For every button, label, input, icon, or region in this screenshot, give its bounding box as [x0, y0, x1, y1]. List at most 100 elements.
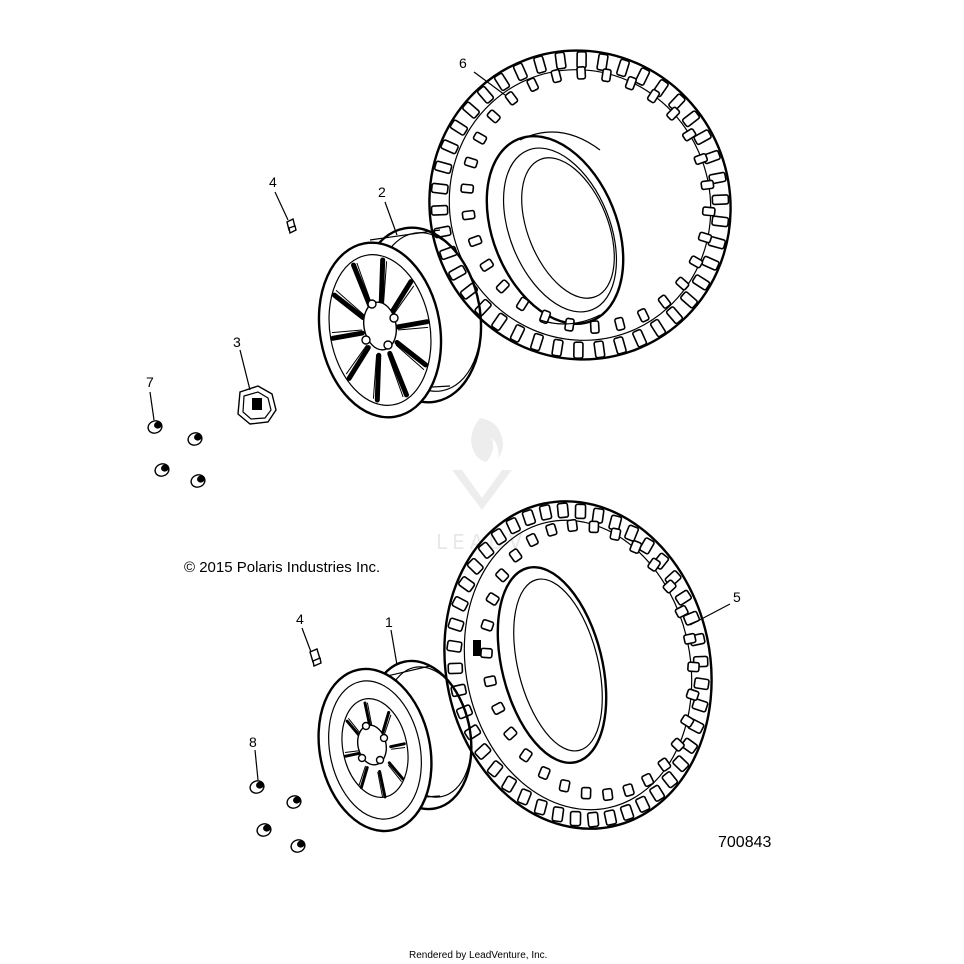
- tread-block: [665, 306, 684, 325]
- tread-block: [624, 524, 640, 542]
- tread-block: [551, 338, 564, 357]
- spoke-edge: [372, 354, 378, 399]
- wheel-1-spokes: [344, 701, 406, 799]
- callout-8: 8: [249, 734, 257, 750]
- tread-block: [439, 245, 458, 261]
- callout-1: 1: [385, 614, 393, 630]
- tread-block: [515, 296, 530, 312]
- tread-block: [530, 332, 544, 352]
- lug-nut: [290, 839, 306, 853]
- tread-block: [462, 101, 480, 119]
- tread-block: [486, 109, 501, 124]
- tread-block: [573, 341, 584, 360]
- tread-block: [622, 783, 635, 797]
- tread-block: [537, 766, 551, 780]
- tread-block: [521, 509, 537, 527]
- part-7-lug-nuts: [147, 420, 206, 488]
- tread-block: [493, 72, 511, 92]
- tread-block: [491, 701, 506, 716]
- tread-block: [566, 518, 579, 533]
- tread-block: [526, 77, 540, 92]
- spoke-edge: [391, 747, 406, 750]
- callout-2: 2: [378, 184, 386, 200]
- spoke-edge: [392, 285, 415, 316]
- spoke: [330, 330, 365, 341]
- tread-block: [490, 528, 507, 546]
- tread-block: [538, 504, 553, 521]
- tread-block: [593, 340, 606, 359]
- spoke-edge: [356, 262, 373, 306]
- tread-block: [466, 557, 484, 575]
- part-1-wheel-lower: [317, 659, 473, 833]
- spoke-edge: [387, 764, 402, 783]
- spoke: [387, 350, 409, 398]
- spoke: [389, 279, 414, 315]
- tread-block: [457, 576, 476, 593]
- tread-block: [516, 788, 532, 806]
- spoke: [359, 766, 369, 790]
- tread-block: [609, 527, 622, 541]
- tread-block: [576, 50, 587, 69]
- tread-block: [446, 639, 463, 653]
- tread-block: [545, 523, 558, 537]
- tread-block: [693, 129, 712, 146]
- tread-block: [661, 771, 679, 789]
- tread-block: [479, 258, 495, 272]
- tread-block: [601, 68, 612, 83]
- tread-block: [616, 58, 630, 78]
- tread-block: [613, 336, 627, 355]
- spoke: [387, 761, 405, 781]
- tread-block: [440, 139, 459, 155]
- tread-block: [430, 182, 449, 195]
- tread-block: [430, 204, 449, 216]
- lug-nut: [286, 795, 302, 809]
- tread-block: [662, 579, 677, 594]
- spoke: [378, 257, 386, 308]
- tread-block: [687, 661, 700, 673]
- tread-block: [629, 540, 643, 554]
- tread-block: [476, 85, 495, 104]
- spoke: [346, 345, 371, 381]
- tread-block: [501, 775, 518, 793]
- tread-block: [505, 517, 521, 535]
- spoke: [395, 319, 430, 330]
- tread-block: [480, 619, 495, 632]
- tread-block: [474, 743, 492, 760]
- tread-block: [649, 318, 667, 338]
- leader-lines: [149, 71, 731, 781]
- tread-block: [670, 737, 685, 752]
- tread-block: [601, 787, 614, 802]
- spoke: [351, 262, 373, 310]
- tread-block: [589, 320, 600, 335]
- tread-block: [681, 110, 701, 128]
- render-credit: Rendered by LeadVenture, Inc.: [409, 950, 547, 961]
- flame-logo-icon: [471, 418, 503, 462]
- tread-block: [483, 675, 497, 688]
- tread-block: [512, 62, 528, 82]
- tread-block: [463, 156, 479, 169]
- tread-block: [635, 795, 651, 813]
- tread-block: [624, 75, 637, 91]
- tread-block: [503, 726, 518, 741]
- tread-block: [680, 291, 698, 309]
- tread-block: [556, 502, 570, 519]
- tread-block: [700, 179, 715, 191]
- tread-block: [683, 632, 697, 645]
- lug-nut: [256, 823, 272, 837]
- tread-block: [448, 264, 467, 281]
- lug-nut: [154, 463, 170, 477]
- tread-block: [576, 65, 587, 80]
- tread-block: [681, 128, 697, 142]
- tread-block: [632, 328, 648, 348]
- v-logo-icon: [452, 470, 512, 510]
- tread-block: [693, 152, 709, 166]
- tire-6-tread-blocks: [430, 50, 730, 360]
- tread-block: [525, 532, 539, 548]
- lug-nut: [249, 780, 265, 794]
- tread-block: [649, 784, 666, 802]
- lug-nut: [190, 474, 206, 488]
- tread-block: [474, 298, 492, 317]
- tread-block: [693, 677, 710, 691]
- tread-block: [533, 55, 547, 74]
- part-6-tire-upper: [428, 49, 732, 361]
